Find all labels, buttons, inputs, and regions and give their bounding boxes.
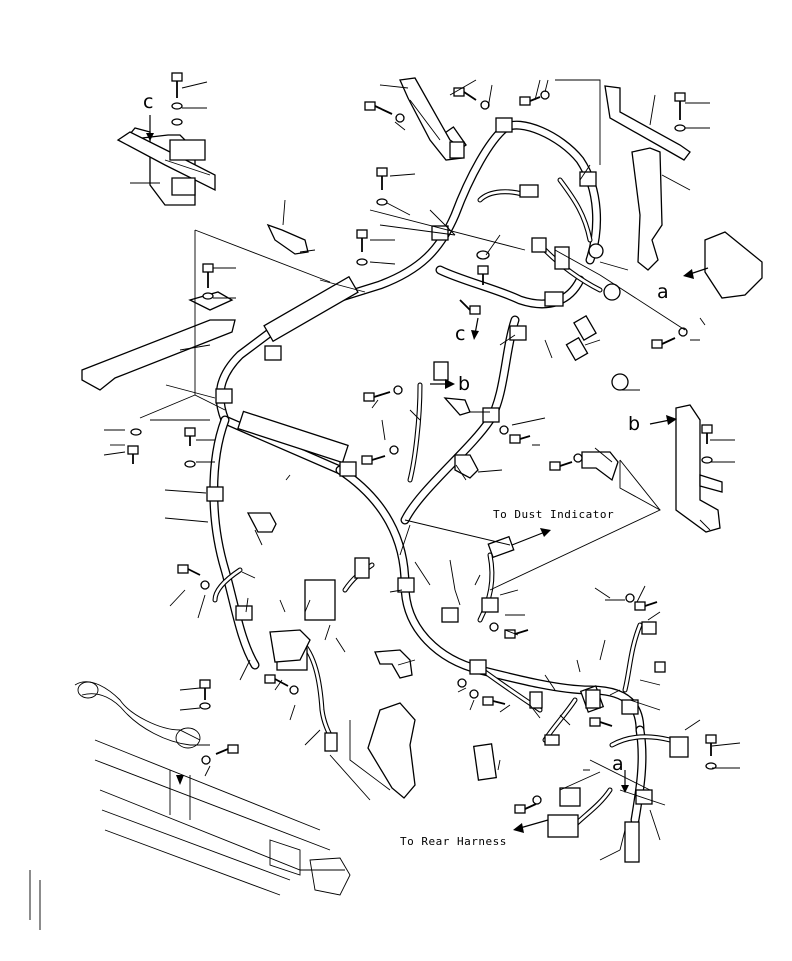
note-rear-harness: To Rear Harness — [400, 835, 507, 848]
washer-icon — [476, 250, 490, 260]
callout-letters: c c a a b b — [143, 91, 669, 775]
arrow-icon — [649, 415, 677, 425]
arrow-icon — [621, 770, 629, 793]
washer-icon — [705, 762, 717, 770]
bolt-icon — [364, 101, 393, 115]
bolt-icon — [519, 96, 541, 106]
washer-icon — [389, 445, 399, 455]
bolt-icon — [356, 229, 368, 252]
bolt-icon — [127, 445, 139, 464]
callout-c-top-left: c — [143, 91, 153, 113]
washer-icon — [489, 622, 499, 632]
arrows — [146, 115, 709, 833]
bolt-icon — [459, 299, 481, 315]
washer-icon — [573, 453, 583, 463]
washer-icon — [289, 685, 299, 695]
washer-icon — [356, 258, 368, 266]
arrow-icon — [471, 317, 479, 340]
sleeves — [449, 141, 601, 781]
bolt-icon — [634, 601, 658, 611]
branch-cables — [212, 177, 673, 828]
chassis-sketch — [29, 681, 351, 930]
washer-icon — [625, 593, 635, 603]
washer-icon — [171, 118, 183, 126]
note-dust-indicator: To Dust Indicator — [493, 508, 614, 521]
arrow-icon — [511, 528, 551, 546]
bolt-icon — [361, 455, 386, 465]
main-harness — [209, 120, 647, 825]
bolt-icon — [589, 717, 613, 727]
bolt-icon — [674, 92, 686, 120]
brackets — [81, 77, 763, 799]
washer-icon — [701, 456, 713, 464]
bolt-icon — [184, 427, 196, 446]
bolt-icon — [202, 263, 214, 288]
bolt-icon — [177, 564, 201, 576]
bolt-icon — [514, 803, 537, 814]
bolts — [127, 72, 717, 814]
bolt-icon — [477, 265, 489, 285]
washer-icon — [674, 124, 686, 132]
washer-icon — [395, 113, 405, 123]
washer-icon — [499, 425, 509, 435]
washer-icon — [171, 102, 183, 110]
callout-a-lower: a — [612, 753, 624, 775]
bolt-icon — [701, 424, 713, 444]
bolt-icon — [509, 434, 531, 444]
bolt-icon — [215, 744, 239, 755]
bolt-icon — [363, 391, 391, 402]
callout-c-center: c — [455, 323, 465, 345]
washer-icon — [540, 90, 550, 100]
washer-icon — [199, 702, 211, 710]
bolt-icon — [376, 167, 388, 190]
arrow-icon — [430, 379, 455, 389]
bolt-icon — [264, 674, 289, 687]
bolt-icon — [482, 696, 506, 706]
washer-icon — [457, 678, 467, 688]
bolt-icon — [199, 679, 211, 700]
bolt-icon — [453, 87, 477, 101]
washer-icon — [480, 100, 490, 110]
bolt-icon — [651, 337, 676, 349]
arrow-icon — [683, 267, 709, 279]
washer-icon — [532, 795, 542, 805]
washer-icon — [202, 292, 214, 300]
bolt-icon — [705, 734, 717, 756]
bolt-icon — [171, 72, 183, 98]
washers — [130, 90, 717, 805]
callout-b-center: b — [458, 373, 470, 395]
callout-b-right: b — [628, 413, 640, 435]
washer-icon — [393, 385, 403, 395]
bolt-icon — [549, 461, 573, 471]
leader-lines — [103, 79, 741, 861]
washer-icon — [376, 198, 388, 206]
callout-a-right: a — [657, 281, 669, 303]
arrow-icon — [146, 115, 154, 141]
washer-icon — [200, 580, 210, 590]
washer-icon — [469, 689, 479, 699]
washer-icon — [130, 428, 142, 436]
washer-icon — [184, 460, 196, 468]
washer-icon — [201, 755, 211, 765]
destination-notes: To Dust Indicator To Rear Harness — [400, 508, 614, 848]
arrow-icon — [513, 819, 549, 833]
